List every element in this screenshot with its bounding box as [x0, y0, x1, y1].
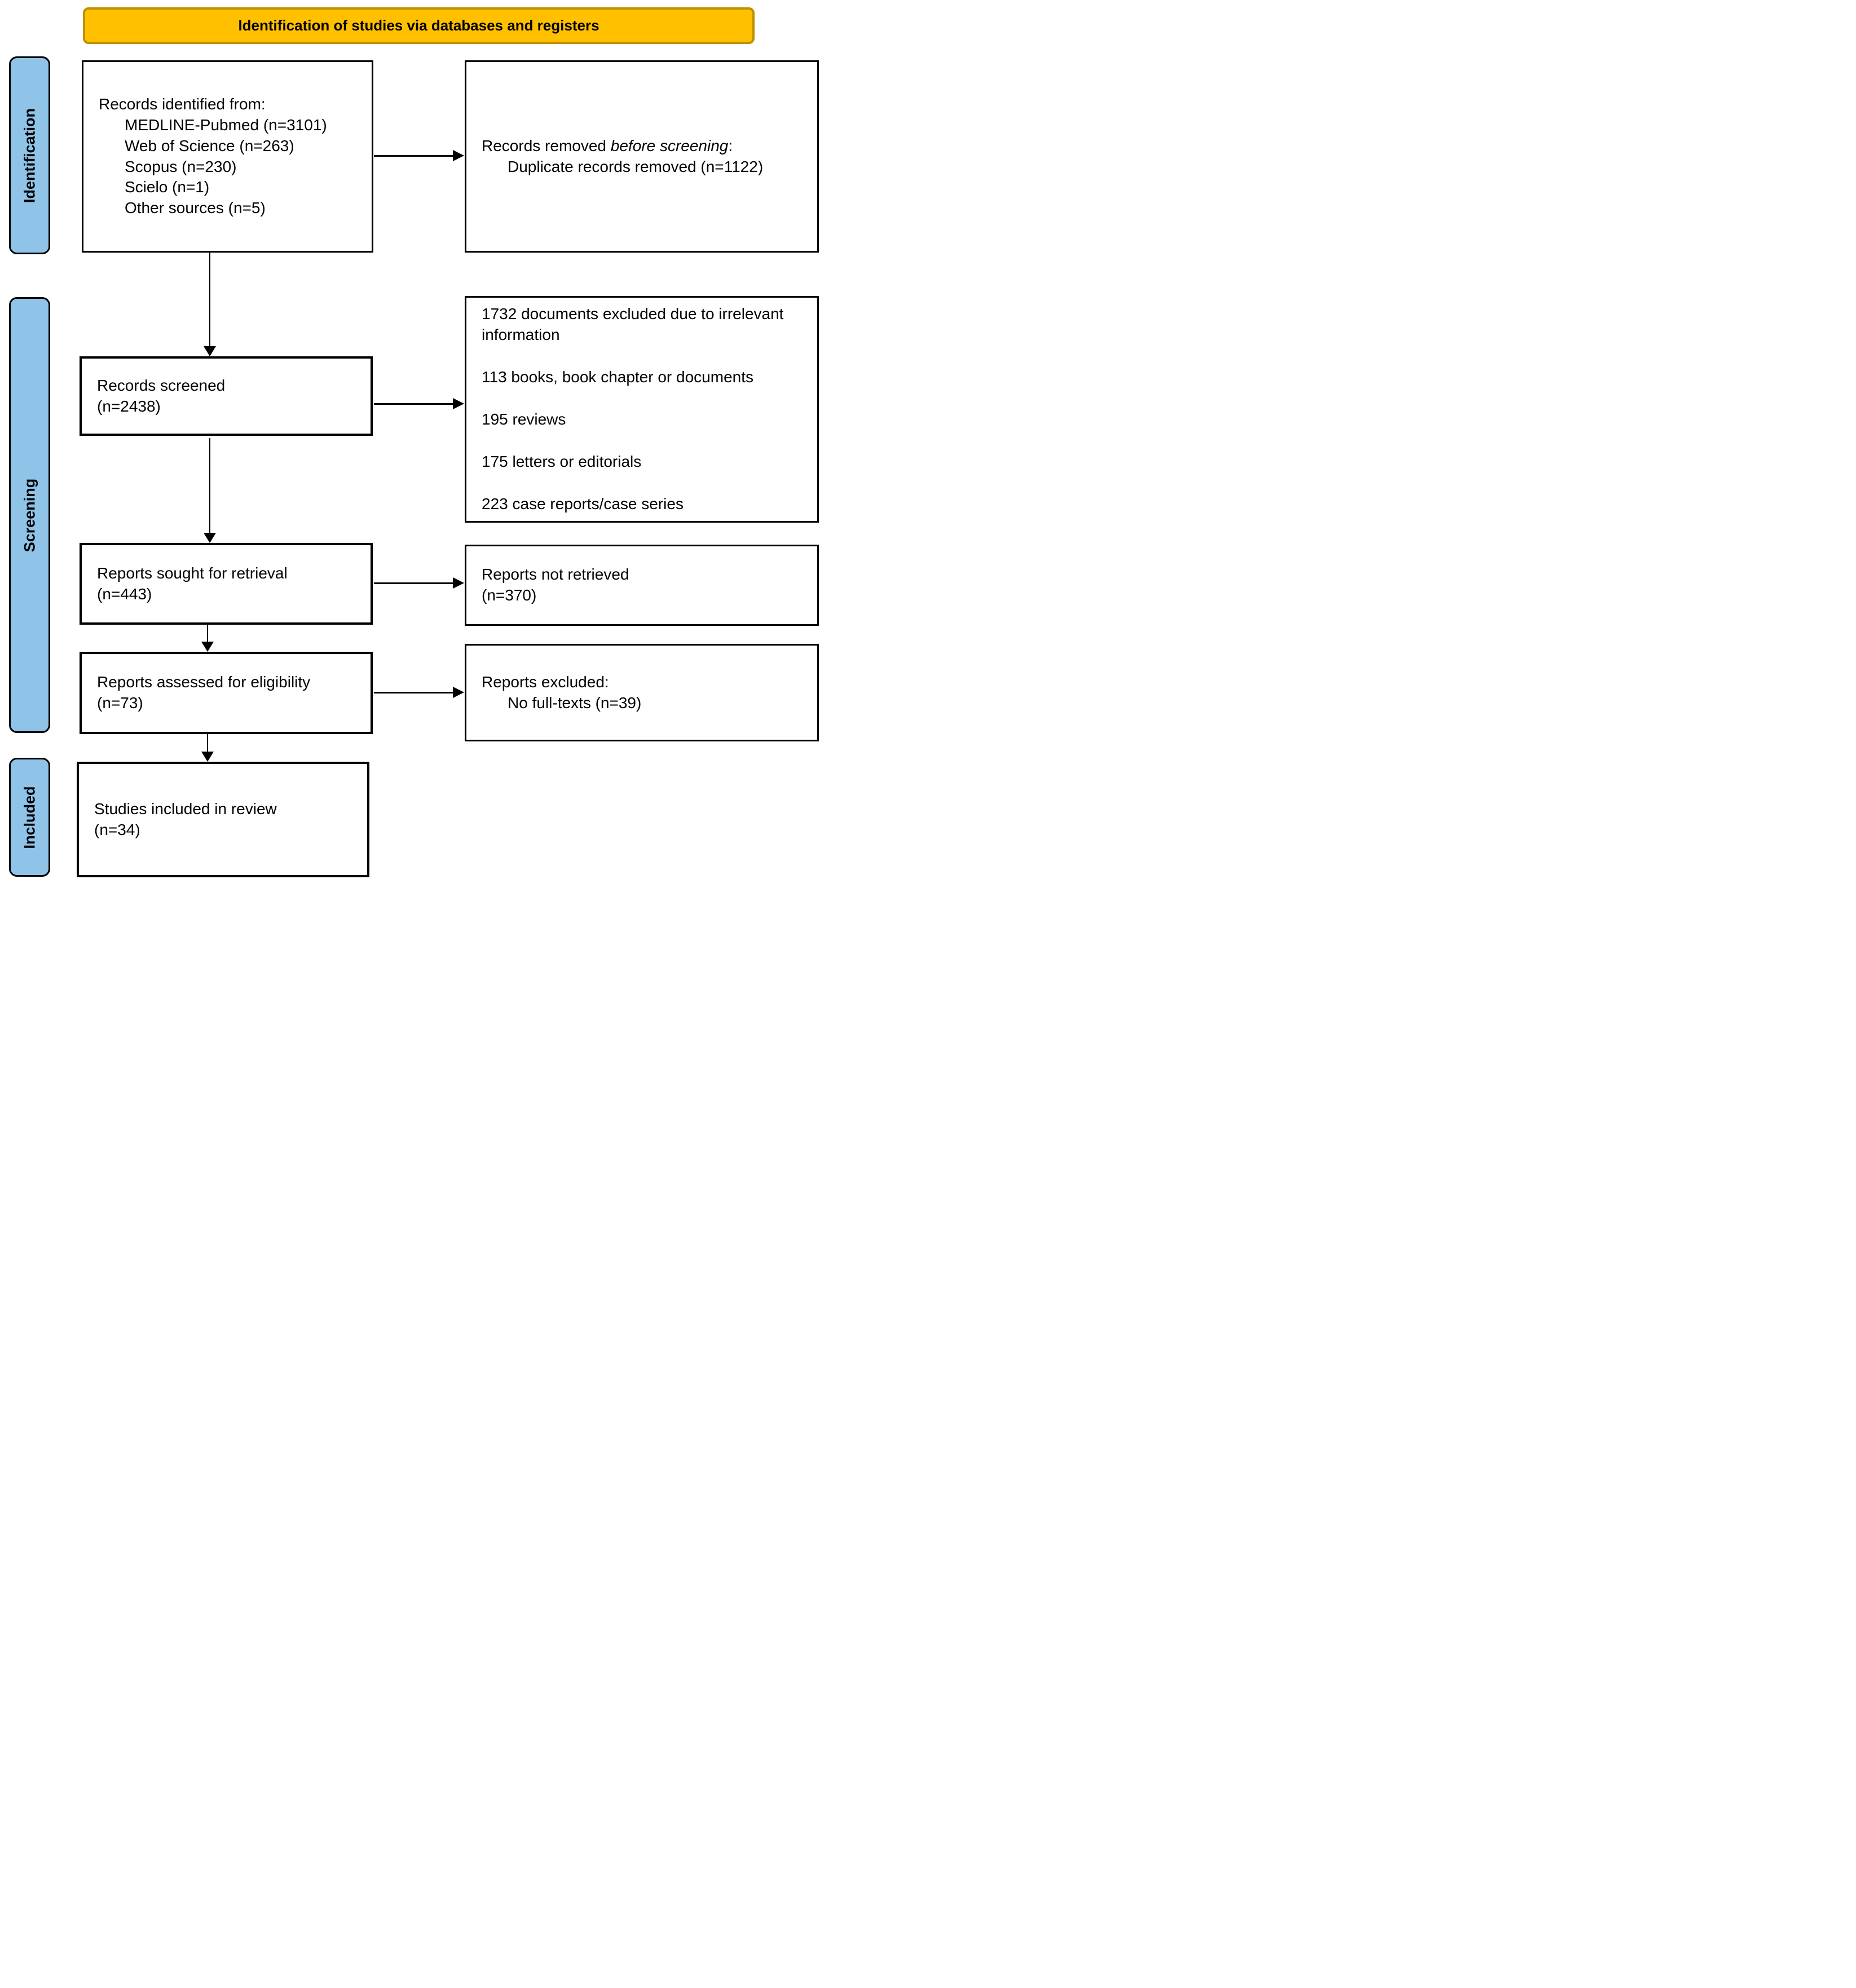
- arrow-line: [374, 692, 453, 693]
- reports-excluded-heading: Reports excluded:: [482, 673, 609, 691]
- reports-assessed-label: Reports assessed for eligibility: [97, 673, 311, 691]
- box-reports-excluded: Reports excluded: No full-texts (n=39): [465, 644, 819, 741]
- arrow-head-right-icon: [453, 577, 464, 589]
- arrow-head-down-icon: [204, 346, 216, 356]
- reports-sought-label: Reports sought for retrieval: [97, 564, 288, 582]
- records-identified-intro: Records identified from:: [99, 95, 266, 113]
- arrow-head-right-icon: [453, 150, 464, 161]
- reports-excluded-item: No full-texts (n=39): [508, 693, 642, 712]
- banner: Identification of studies via databases …: [83, 7, 755, 44]
- reports-not-retrieved-count: (n=370): [482, 586, 537, 604]
- records-identified-source: Other sources (n=5): [125, 199, 266, 217]
- records-identified-source: MEDLINE-Pubmed (n=3101): [125, 116, 327, 134]
- box-records-screened: Records screened (n=2438): [80, 356, 373, 436]
- arrow-line: [207, 734, 208, 752]
- screening-excluded-item: 223 case reports/case series: [482, 494, 684, 513]
- screening-excluded-item: 1732 documents excluded due to irrelevan…: [482, 305, 784, 344]
- arrow-line: [209, 438, 210, 533]
- arrow-line: [207, 625, 208, 642]
- arrow-head-right-icon: [453, 687, 464, 698]
- arrow-head-down-icon: [204, 533, 216, 543]
- records-screened-label: Records screened: [97, 376, 226, 394]
- arrow-line: [374, 582, 453, 584]
- box-records-removed: Records removed before screening: Duplic…: [465, 60, 819, 253]
- reports-assessed-count: (n=73): [97, 694, 143, 712]
- arrow-head-down-icon: [201, 752, 214, 762]
- box-screening-excluded: 1732 documents excluded due to irrelevan…: [465, 296, 819, 523]
- reports-sought-count: (n=443): [97, 585, 152, 603]
- arrow-head-right-icon: [453, 398, 464, 409]
- records-screened-count: (n=2438): [97, 397, 161, 415]
- arrow-line: [209, 253, 210, 346]
- box-reports-sought: Reports sought for retrieval (n=443): [80, 543, 373, 625]
- box-records-identified: Records identified from: MEDLINE-Pubmed …: [82, 60, 373, 253]
- banner-title: Identification of studies via databases …: [238, 17, 599, 34]
- records-removed-item: Duplicate records removed (n=1122): [508, 157, 764, 175]
- stage-bar-included: Included: [9, 758, 50, 877]
- stage-bar-identification: Identification: [9, 56, 50, 254]
- studies-included-label: Studies included in review: [94, 799, 277, 818]
- stage-label-screening: Screening: [21, 478, 38, 552]
- box-reports-assessed: Reports assessed for eligibility (n=73): [80, 652, 373, 734]
- box-studies-included: Studies included in review (n=34): [77, 762, 369, 877]
- stage-label-identification: Identification: [21, 108, 38, 203]
- reports-not-retrieved-label: Reports not retrieved: [482, 566, 629, 584]
- stage-bar-screening: Screening: [9, 297, 50, 733]
- stage-label-included: Included: [21, 785, 38, 849]
- arrow-head-down-icon: [201, 642, 214, 652]
- records-removed-italic: before screening: [610, 136, 729, 154]
- records-identified-source: Scielo (n=1): [125, 178, 210, 196]
- box-reports-not-retrieved: Reports not retrieved (n=370): [465, 545, 819, 626]
- studies-included-count: (n=34): [94, 820, 140, 838]
- records-removed-prefix: Records removed: [482, 136, 611, 154]
- arrow-line: [374, 403, 453, 405]
- records-removed-suffix: :: [728, 136, 733, 154]
- records-removed-heading: Records removed before screening:: [482, 136, 810, 157]
- records-identified-source: Web of Science (n=263): [125, 136, 294, 154]
- arrow-line: [374, 155, 453, 157]
- screening-excluded-item: 113 books, book chapter or documents: [482, 368, 754, 386]
- prisma-flow-diagram: Identification of studies via databases …: [0, 0, 825, 883]
- records-identified-source: Scopus (n=230): [125, 157, 237, 175]
- screening-excluded-item: 195 reviews: [482, 410, 566, 428]
- screening-excluded-item: 175 letters or editorials: [482, 452, 642, 470]
